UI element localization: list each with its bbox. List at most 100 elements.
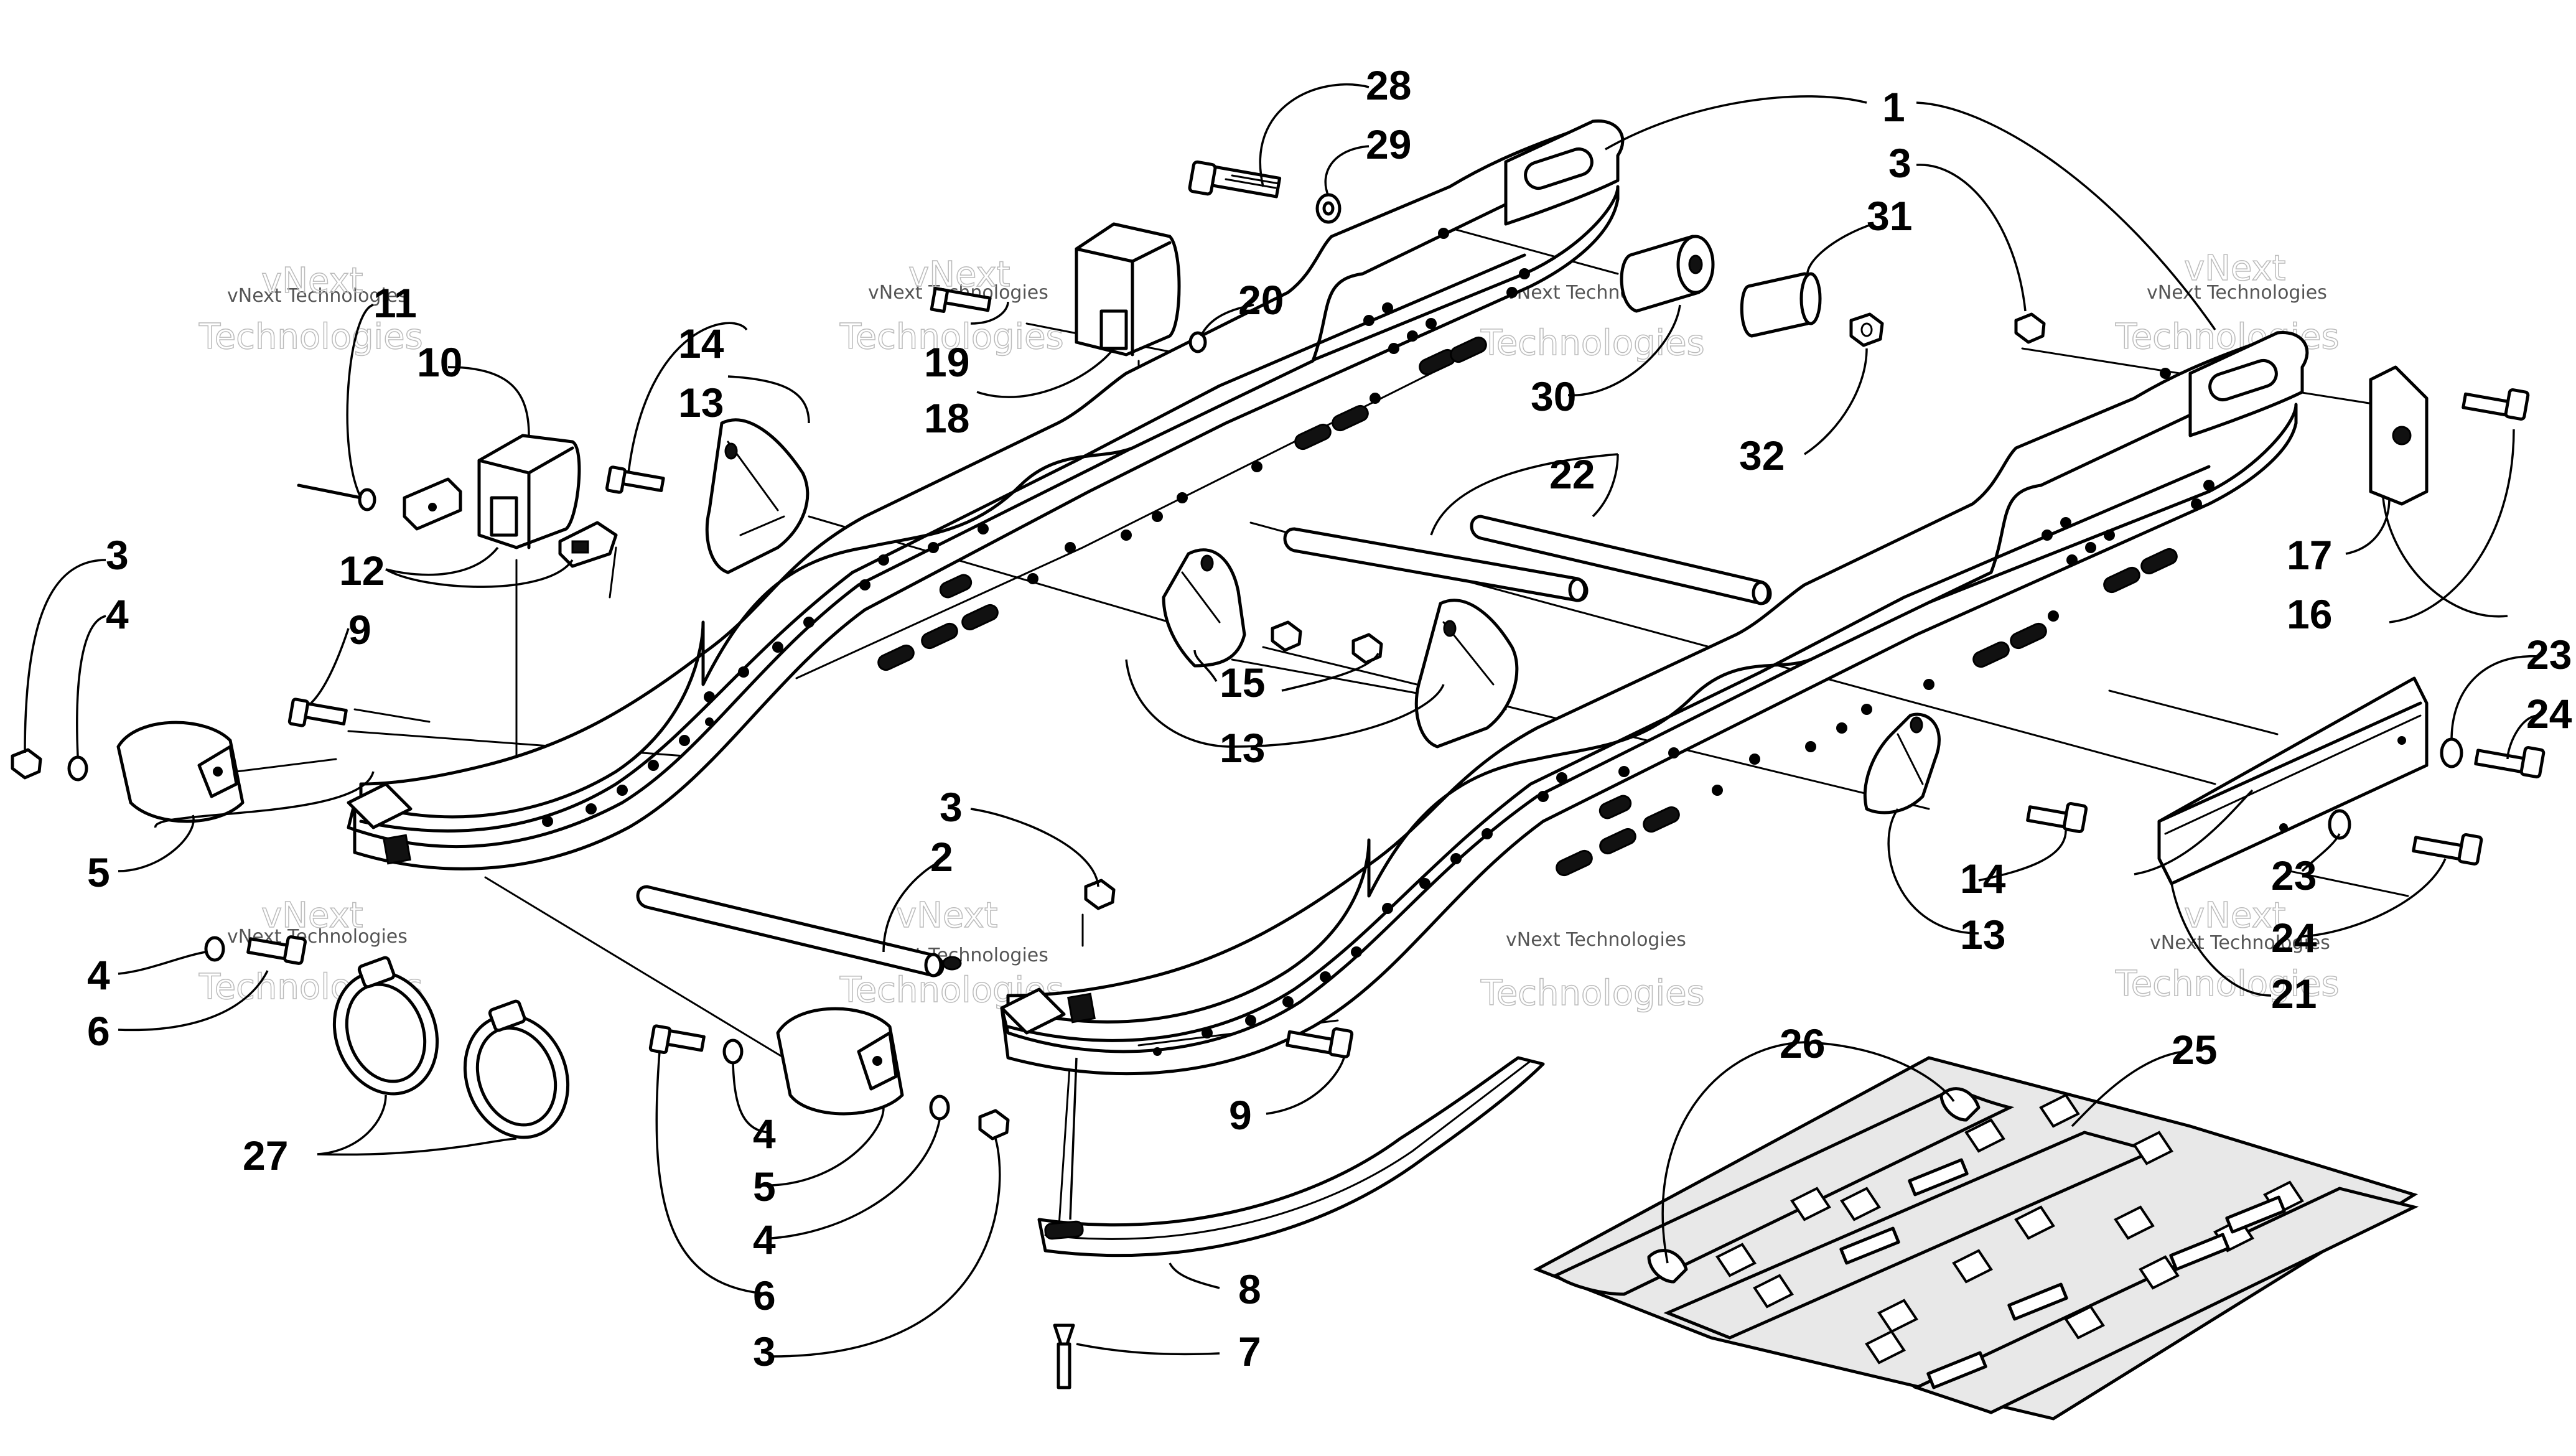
washer-20 — [1188, 331, 1207, 353]
stiffener-21 — [2157, 676, 2429, 885]
callout-6: 6 — [753, 1272, 776, 1318]
callout-16: 16 — [2287, 591, 2332, 637]
spacer-31 — [1740, 272, 1822, 338]
callout-4: 4 — [753, 1111, 776, 1157]
callout-13: 13 — [1960, 912, 2005, 958]
callout-3: 3 — [753, 1328, 776, 1374]
callout-labels: 1 2 3 3 3 3 4 4 4 4 5 5 6 6 7 8 9 9 10 1… — [87, 62, 2572, 1374]
callout-30: 30 — [1531, 373, 1576, 419]
nut-32 — [1849, 312, 1884, 347]
callout-11: 11 — [373, 280, 417, 326]
watermark-outline: vNext — [2184, 248, 2286, 289]
callout-6: 6 — [87, 1008, 110, 1054]
watermark-outline: vNext — [908, 254, 1010, 295]
washer-4-left-2 — [204, 936, 225, 962]
watermark-text: vNext Technologies — [2147, 282, 2327, 304]
callout-20: 20 — [1238, 277, 1284, 323]
callout-3: 3 — [940, 784, 963, 830]
watermark-outline: vNext — [2184, 895, 2286, 936]
bolt-14-right — [2026, 802, 2088, 833]
watermark-outline: Technologies — [2115, 964, 2340, 1004]
bolt-16 — [2462, 388, 2530, 421]
callout-14: 14 — [678, 320, 724, 366]
bolt-6-right — [648, 1024, 706, 1054]
callout-10: 10 — [417, 339, 462, 385]
callout-9: 9 — [1229, 1092, 1252, 1138]
hi-fax-slide-8 — [1037, 1056, 1545, 1258]
bumper-block-18 — [1075, 222, 1181, 357]
callout-21: 21 — [2271, 971, 2317, 1017]
bolt-24-a — [2474, 746, 2546, 778]
callout-1: 1 — [1882, 84, 1905, 130]
track-lugs — [1715, 1093, 2304, 1365]
watermark-outline: Technologies — [198, 317, 423, 357]
callout-5: 5 — [753, 1164, 776, 1210]
callout-18: 18 — [924, 395, 969, 441]
wear-block-5-left — [116, 721, 245, 823]
callout-24: 24 — [2526, 691, 2572, 737]
callout-29: 29 — [1366, 121, 1411, 167]
callout-23: 23 — [2526, 632, 2572, 678]
gusset-13-top — [705, 418, 810, 574]
washer-23-a — [2440, 737, 2463, 768]
bumper-10 — [477, 434, 581, 549]
callout-27: 27 — [243, 1132, 288, 1178]
rivet-11 — [297, 483, 376, 511]
callout-7: 7 — [1238, 1328, 1261, 1374]
callout-26: 26 — [1780, 1020, 1825, 1066]
bolt-14-top — [605, 465, 665, 494]
callout-32: 32 — [1739, 432, 1785, 478]
nut-3-mid — [1084, 879, 1116, 910]
rail-holes — [1153, 368, 2214, 1056]
callout-14: 14 — [1960, 856, 2006, 902]
gusset-13-right — [1863, 712, 1941, 814]
callout-19: 19 — [924, 339, 969, 385]
callout-23: 23 — [2271, 852, 2317, 898]
callout-4: 4 — [753, 1216, 776, 1262]
callout-12: 12 — [339, 548, 385, 594]
watermark-outline: Technologies — [1480, 973, 1705, 1014]
washer-29 — [1315, 193, 1342, 224]
watermark-text: vNext Technologies — [1506, 929, 1686, 951]
nut-3-rail-left — [2014, 312, 2046, 344]
rail-slots — [877, 336, 1487, 671]
callout-25: 25 — [2172, 1027, 2217, 1073]
watermark-outline: vNext — [261, 895, 363, 936]
nut-3-left — [11, 748, 42, 780]
gusset-13-lower-center — [1414, 599, 1519, 749]
right-slide-rail — [1000, 330, 2309, 1076]
callout-8: 8 — [1238, 1266, 1261, 1312]
callout-22: 22 — [1549, 451, 1595, 497]
callout-17: 17 — [2287, 532, 2332, 578]
rail-holes — [542, 228, 1530, 827]
washer-23-b — [2328, 809, 2351, 840]
screw-7 — [1053, 1323, 1075, 1389]
washer-4-right-2 — [929, 1094, 950, 1121]
callout-31: 31 — [1867, 193, 1912, 239]
wheel-30 — [1620, 235, 1715, 313]
nut-15-a — [1271, 620, 1302, 652]
callout-5: 5 — [87, 849, 110, 895]
bolt-9-left — [287, 698, 348, 727]
leader-lines — [24, 83, 2539, 1358]
watermark-outline: vNext — [896, 895, 998, 936]
callout-28: 28 — [1366, 62, 1411, 108]
watermark-outline: vNext — [261, 261, 363, 301]
callout-24: 24 — [2271, 915, 2317, 961]
cross-shafts — [636, 515, 1772, 978]
clamp-27-a — [332, 956, 439, 1096]
nut-3-right — [978, 1109, 1010, 1141]
callout-4: 4 — [106, 591, 129, 637]
bolt-19 — [930, 287, 992, 313]
callout-3: 3 — [106, 532, 129, 578]
callout-3: 3 — [1888, 140, 1911, 186]
callout-9: 9 — [348, 607, 371, 653]
callout-15: 15 — [1220, 660, 1265, 706]
track-25 — [1533, 1056, 2419, 1421]
bracket-17 — [2369, 365, 2429, 506]
callout-13: 13 — [678, 380, 724, 426]
gusset-13-mid — [1162, 548, 1246, 668]
bolt-9-right — [1286, 1027, 1354, 1058]
washer-4-left — [67, 755, 88, 782]
